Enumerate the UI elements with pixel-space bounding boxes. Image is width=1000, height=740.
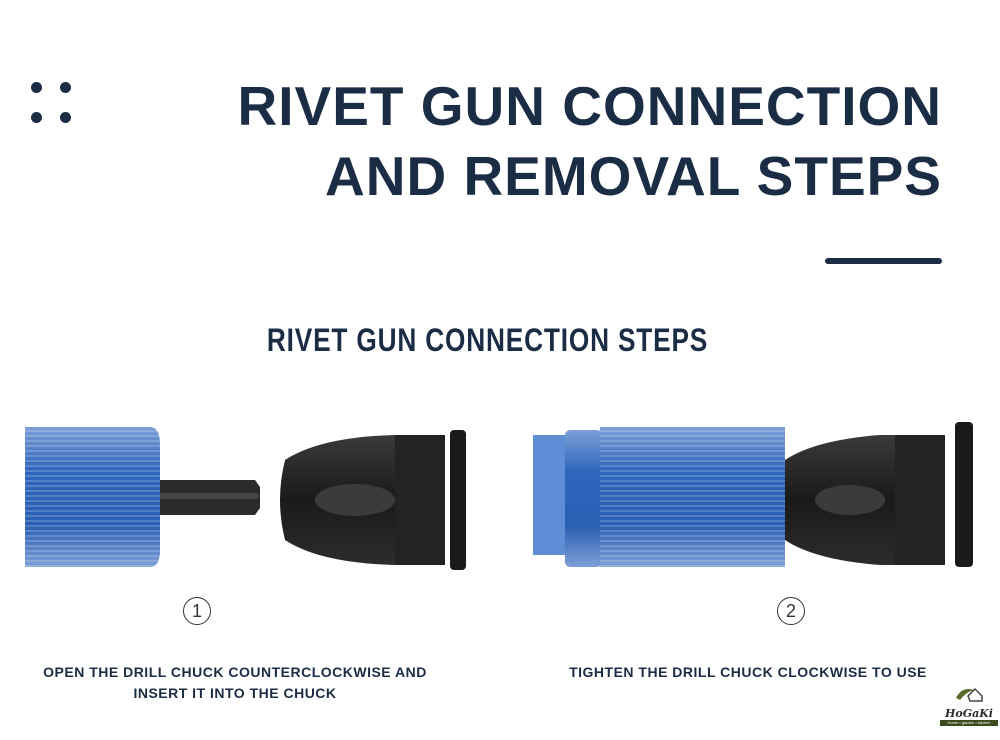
- title-underline: [825, 258, 942, 264]
- leaf-house-icon: [956, 687, 983, 702]
- decorative-dot: [60, 82, 71, 93]
- page-title-line2: AND REMOVAL STEPS: [325, 145, 942, 207]
- page-title-line1: RIVET GUN CONNECTION: [237, 75, 942, 137]
- drill-body: [955, 422, 973, 567]
- step2-caption: TIGHTEN THE DRILL CHUCK CLOCKWISE TO USE: [569, 664, 927, 680]
- decorative-dot: [60, 112, 71, 123]
- decorative-dot: [31, 112, 42, 123]
- step1-caption: OPEN THE DRILL CHUCK COUNTERCLOCKWISE AN…: [20, 662, 450, 704]
- drill-body: [450, 430, 466, 570]
- step2-illustration: [533, 422, 973, 567]
- logo-name: HoGaKi: [945, 707, 993, 720]
- step1-caption-line1: OPEN THE DRILL CHUCK COUNTERCLOCKWISE AN…: [43, 664, 427, 680]
- brand-logo: HoGaKi Home • garden • kitchen: [940, 686, 998, 726]
- section-subtitle: RIVET GUN CONNECTION STEPS: [266, 322, 709, 358]
- decorative-dot: [31, 82, 42, 93]
- step1-number: 1: [183, 597, 211, 625]
- step-illustrations: [25, 422, 973, 570]
- logo-tagline: Home • garden • kitchen: [940, 720, 998, 726]
- step1-illustration: [25, 427, 466, 570]
- step1-caption-line2: INSERT IT INTO THE CHUCK: [133, 685, 337, 701]
- step2-number: 2: [777, 597, 805, 625]
